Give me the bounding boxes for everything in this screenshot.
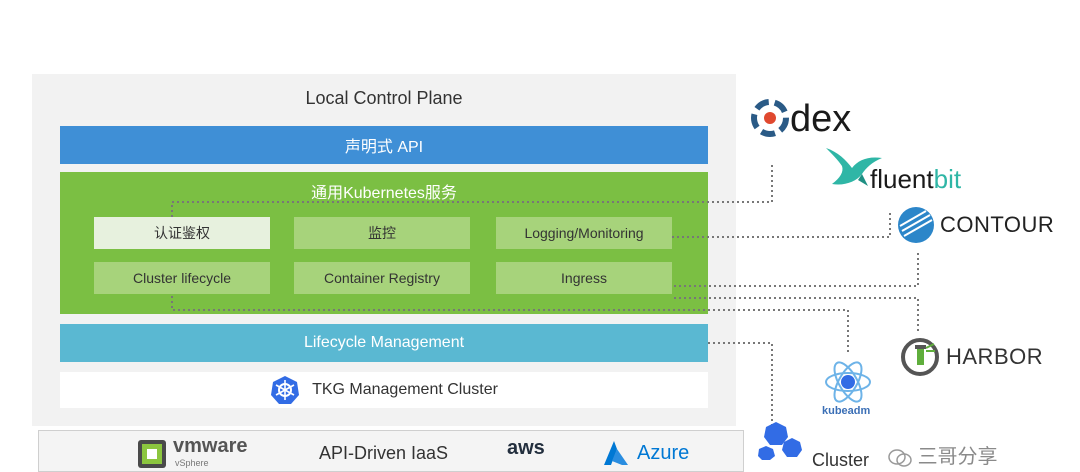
iaas-label: API-Driven IaaS <box>319 443 449 463</box>
connector-lcm-clusterapi <box>708 342 773 425</box>
hummingbird-icon <box>826 148 882 186</box>
watermark: 三哥分享 <box>888 440 998 469</box>
clusterapi-label: Cluster <box>812 450 870 470</box>
declarative-api-bar: 声明式 API <box>60 126 708 164</box>
harbor-label: HARBOR <box>946 344 1044 369</box>
service-ingress: Ingress <box>496 262 672 294</box>
service-container-registry: Container Registry <box>294 262 470 294</box>
contour-icon <box>898 207 934 243</box>
tkg-management-cluster-bar: TKG Management Cluster <box>60 372 708 408</box>
connector-lines <box>171 162 919 425</box>
bit-word: bit <box>933 164 962 194</box>
helm-wheel-icon <box>271 376 300 404</box>
service-cluster-lifecycle: Cluster lifecycle <box>94 262 270 294</box>
harbor-lighthouse-icon <box>901 338 939 376</box>
azure-label: Azure <box>637 442 690 464</box>
watermark-text: 三哥分享 <box>917 446 998 468</box>
connector-lifecycle-kubeadm <box>171 296 849 352</box>
tkg-label: TKG Management Cluster <box>312 381 498 398</box>
kubeadm-icon <box>825 361 871 403</box>
contour-label: CONTOUR <box>940 212 1055 237</box>
fluent-word: fluent <box>870 164 934 194</box>
lifecycle-management-bar: Lifecycle Management <box>60 324 708 362</box>
fluentbit-label: fluentbit <box>870 164 961 195</box>
clusterapi-icon <box>758 422 802 460</box>
panel-title: Local Control Plane <box>305 88 463 108</box>
vmware-label: vmware <box>173 435 248 457</box>
aws-label: aws <box>507 437 545 459</box>
service-logging: Logging/Monitoring <box>496 217 672 249</box>
connector-monitoring-contour <box>674 252 919 287</box>
service-monitoring: 监控 <box>294 217 470 249</box>
k8s-services-title: 通用Kubernetes服务 <box>311 185 457 202</box>
connector-auth-dex <box>171 162 773 217</box>
connector-registry-harbor <box>674 297 919 334</box>
wechat-icon <box>888 448 912 467</box>
dex-label: dex <box>790 98 852 140</box>
kubeadm-label: kubeadm <box>822 405 871 417</box>
dex-icon <box>751 99 789 137</box>
connector-logging-fluentbit <box>672 210 891 238</box>
service-auth: 认证鉴权 <box>94 217 270 249</box>
